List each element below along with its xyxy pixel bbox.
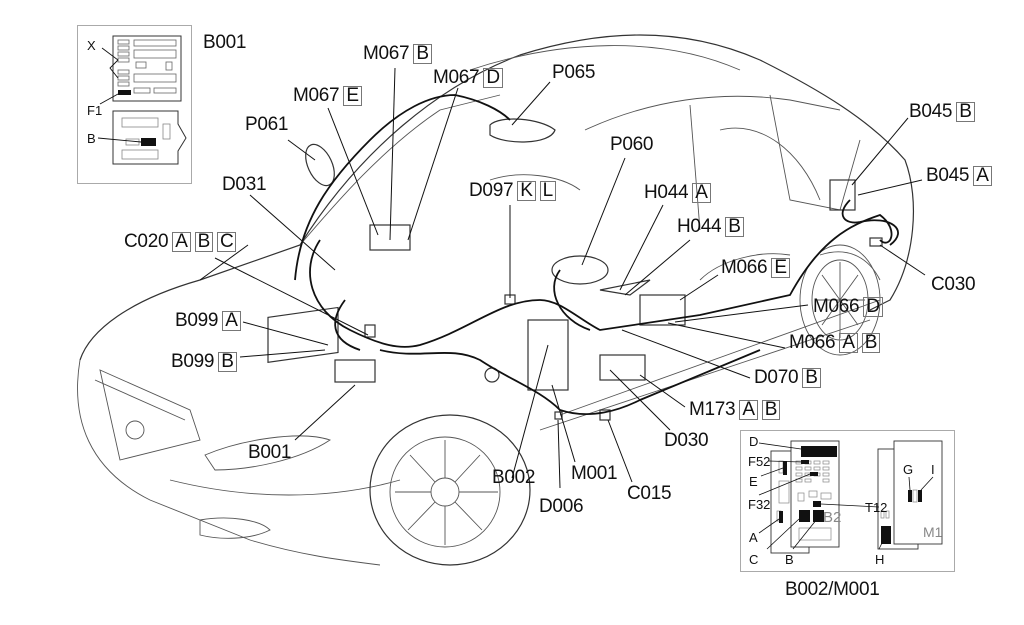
callout-f52: F52 — [748, 454, 771, 469]
leader-lines — [199, 67, 926, 489]
connector-b045-shape — [829, 179, 856, 211]
inset-b002-m001-drawing — [758, 440, 943, 554]
callout-f32: F32 — [748, 497, 771, 512]
speaker-p061-shape — [305, 143, 335, 187]
mirror-p060-shape — [551, 255, 609, 285]
module-m066-shape — [639, 294, 686, 326]
callout-a: A — [749, 530, 758, 545]
label-d030: D030 — [664, 430, 709, 451]
callout-x: X — [87, 38, 96, 53]
label-p065: P065 — [552, 62, 596, 83]
callout-b: B — [785, 552, 794, 567]
callout-b: B — [87, 131, 96, 146]
car-body — [77, 34, 915, 566]
label-b002: B002 — [492, 467, 536, 488]
interior-lamp-p065-shape — [489, 118, 556, 143]
callout-t12: T12 — [865, 500, 888, 515]
panel-mark-b2: B2 — [823, 509, 842, 526]
callout-e: E — [749, 474, 758, 489]
label-p061: P061 — [245, 114, 289, 135]
callout-g: G — [903, 462, 914, 477]
inset-b001: X F1 B — [77, 25, 192, 184]
label-c015: C015 — [627, 483, 672, 504]
fuse-box-b001-shape — [334, 359, 376, 383]
module-m173-shape — [599, 354, 646, 381]
label-d031: D031 — [222, 174, 267, 195]
inset-b002-m001: D F52 E F32 T12 A C B G I H B2 M1 — [740, 430, 955, 572]
panel-mark-m1: M1 — [923, 524, 943, 540]
inset-b002-m001-title: B002/M001 — [785, 579, 880, 600]
label-c030: C030 — [931, 274, 976, 295]
front-wheel — [369, 414, 531, 566]
label-m001: M001 — [571, 463, 618, 484]
speaker-h044-shape — [599, 279, 651, 296]
callout-i: I — [931, 462, 935, 477]
battery-shape — [267, 306, 339, 364]
wiring-harness — [294, 94, 899, 416]
callout-d: D — [749, 434, 759, 449]
label-d006: D006 — [539, 496, 584, 517]
inset-b001-drawing — [97, 35, 187, 165]
inset-b001-title: B001 — [203, 32, 247, 53]
module-b002-m001-shape — [527, 319, 569, 391]
label-b001: B001 — [248, 442, 292, 463]
label-p060: P060 — [610, 134, 654, 155]
callout-h: H — [875, 552, 885, 567]
callout-c: C — [749, 552, 759, 567]
callout-f1: F1 — [87, 103, 103, 118]
